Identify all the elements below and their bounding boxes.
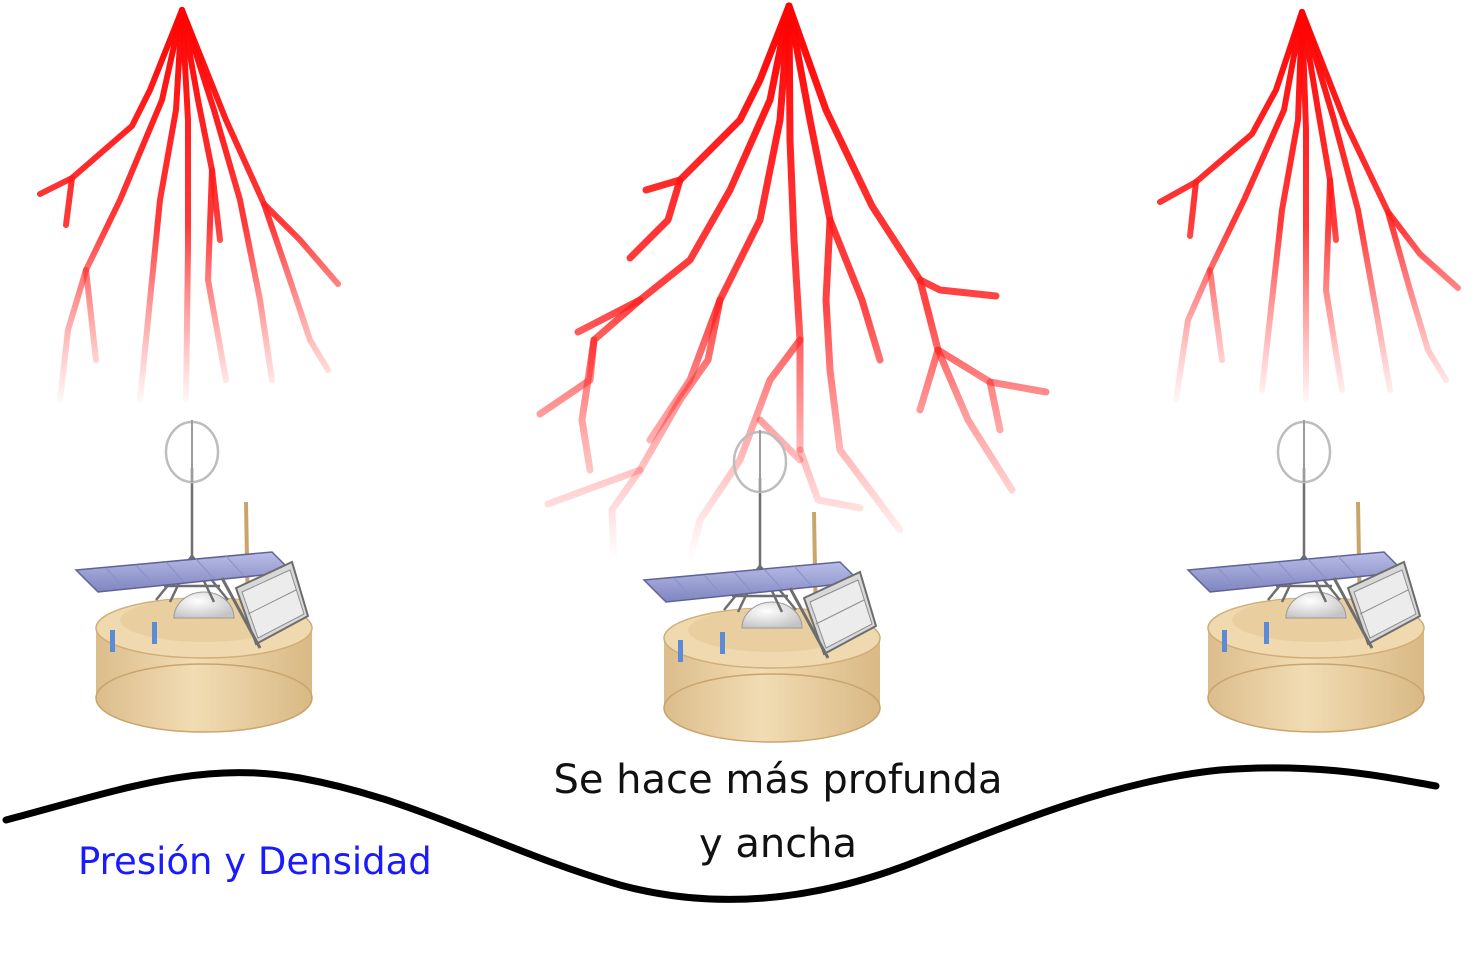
buoy-station-icon [642,428,882,744]
lightning-icon [37,7,341,403]
lightning-icon [1157,9,1461,403]
lightning-icon [536,2,1050,564]
diagram-caption: Se hace más profunda y ancha [518,748,1038,876]
wave-line [2,764,1440,903]
buoy-station-icon [74,418,314,734]
pressure-density-label: Presión y Densidad [78,840,432,883]
caption-line-2: y ancha [698,821,858,867]
caption-line-1: Se hace más profunda [553,757,1003,803]
buoy-station-icon [1186,418,1426,734]
